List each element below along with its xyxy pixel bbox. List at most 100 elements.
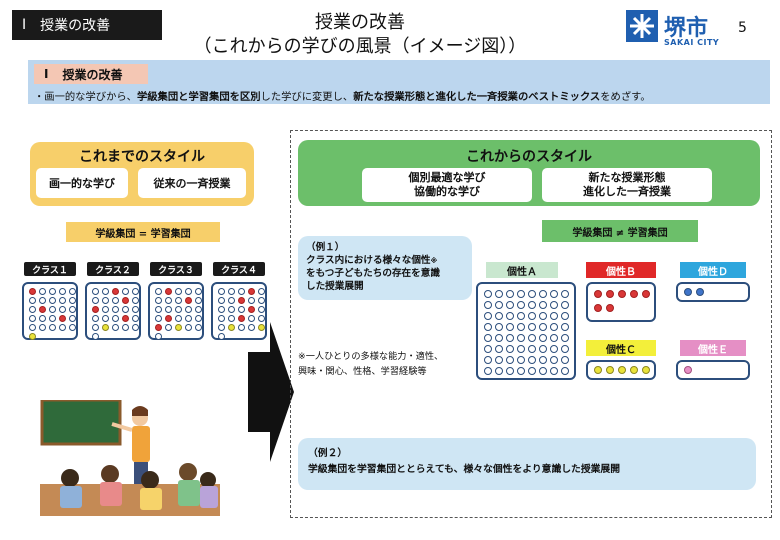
student-dot [238, 288, 245, 295]
student-dot [594, 304, 602, 312]
transition-arrow-icon [248, 322, 294, 462]
example-1-line2: をもつ子どもたちの存在を意識 [306, 267, 440, 279]
student-dot [238, 306, 245, 313]
student-dot [258, 288, 265, 295]
student-dot [59, 288, 66, 295]
student-dot [561, 356, 569, 364]
student-dot [29, 306, 36, 313]
student-dot [155, 288, 162, 295]
student-dot [92, 297, 99, 304]
student-dot [539, 312, 547, 320]
student-dot [550, 367, 558, 375]
student-dot [550, 301, 558, 309]
student-dot [69, 288, 76, 295]
old-style-chip-lecture: 従来の一斉授業 [138, 168, 246, 198]
individuality-c-grid [586, 360, 656, 380]
student-dot [528, 356, 536, 364]
example-1-box: （例１） クラス内における様々な個性※ をもつ子どもたちの存在を意識 した授業展… [298, 236, 472, 300]
student-dot [539, 367, 547, 375]
student-dot [594, 290, 602, 298]
student-dot [228, 297, 235, 304]
class-2-grid [85, 282, 141, 340]
section-tab: Ⅰ 授業の改善 [12, 10, 162, 40]
new-chip1-line1: 個別最適な学び [408, 170, 486, 184]
student-dot [506, 334, 514, 342]
student-dot [155, 324, 162, 331]
student-dot [484, 312, 492, 320]
student-dot [550, 312, 558, 320]
student-dot [495, 290, 503, 298]
student-dot [550, 356, 558, 364]
student-dot [517, 290, 525, 298]
student-dot [92, 324, 99, 331]
new-chip2-line2: 進化した一斉授業 [583, 185, 671, 198]
example-1-line3: した授業展開 [306, 280, 364, 292]
student-dot [517, 367, 525, 375]
student-dot [630, 290, 638, 298]
student-dot [561, 301, 569, 309]
note-line2: 興味・関心、性格、学習経験等 [298, 365, 427, 377]
student-dot [561, 345, 569, 353]
student-dot [228, 324, 235, 331]
student-dot [132, 324, 139, 331]
class-1-grid [22, 282, 78, 340]
student-dot [195, 324, 202, 331]
student-dot [132, 288, 139, 295]
student-dot [155, 306, 162, 313]
student-dot [495, 345, 503, 353]
student-dot [49, 288, 56, 295]
student-dot [528, 301, 536, 309]
student-dot [642, 366, 650, 374]
student-dot [218, 297, 225, 304]
student-dot [495, 312, 503, 320]
student-dot [122, 306, 129, 313]
class-equals-group-label: 学級集団 = 学習集団 [66, 222, 220, 242]
individuality-b-label: 個性Ｂ [586, 262, 656, 278]
student-dot [484, 334, 492, 342]
new-chip2-line1: 新たな授業形態 [588, 170, 666, 184]
student-dot [550, 323, 558, 331]
student-dot [92, 306, 99, 313]
logo-mark-icon [626, 10, 658, 42]
student-dot [165, 315, 172, 322]
student-dot [484, 323, 492, 331]
student-dot [132, 297, 139, 304]
student-dot [102, 288, 109, 295]
student-dot [102, 315, 109, 322]
student-dot [29, 315, 36, 322]
student-dot [258, 324, 265, 331]
individuality-e-label: 個性Ｅ [680, 340, 746, 356]
example-1-mark: ※ [430, 256, 438, 265]
old-style-chip-uniform: 画一的な学び [36, 168, 128, 198]
student-dot [561, 323, 569, 331]
student-dot [102, 306, 109, 313]
student-dot [517, 345, 525, 353]
student-dot [684, 288, 692, 296]
classroom-illustration [40, 398, 220, 516]
student-dot [630, 366, 638, 374]
student-dot [132, 306, 139, 313]
student-dot [228, 315, 235, 322]
student-dot [484, 301, 492, 309]
student-dot [495, 301, 503, 309]
student-dot [29, 297, 36, 304]
student-dot [517, 356, 525, 364]
new-style-chip-lesson: 新たな授業形態 進化した一斉授業 [542, 168, 712, 202]
student-dot [175, 306, 182, 313]
student-dot [506, 356, 514, 364]
student-dot [517, 312, 525, 320]
student-dot [165, 306, 172, 313]
student-dot [185, 297, 192, 304]
student-dot [696, 288, 704, 296]
example-1-line1-text: クラス内における様々な個性 [306, 254, 431, 266]
student-dot [49, 297, 56, 304]
student-dot [92, 288, 99, 295]
individuality-d-grid [676, 282, 750, 302]
student-dot [175, 324, 182, 331]
student-dot [112, 288, 119, 295]
summary-label: Ⅰ 授業の改善 [34, 64, 148, 84]
student-dot [165, 297, 172, 304]
student-dot [248, 297, 255, 304]
student-dot [258, 315, 265, 322]
student-dot [550, 345, 558, 353]
